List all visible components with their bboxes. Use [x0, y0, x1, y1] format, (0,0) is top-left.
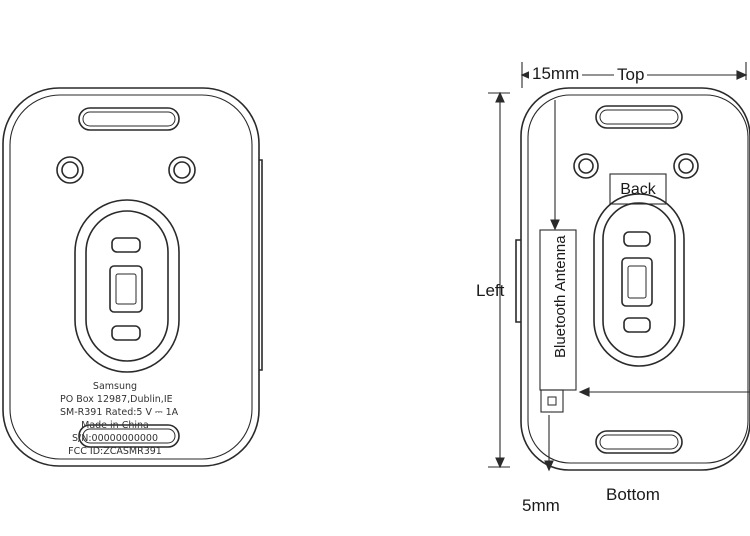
- left-device: [2, 87, 263, 467]
- dimension-bottom-label: 5mm: [522, 496, 560, 515]
- left-device-sensor-bottom-pad: [111, 325, 141, 341]
- back-pointer-arrow: [578, 387, 590, 397]
- right-device-top-slot: [595, 105, 683, 129]
- right-device-sensor-outer: [593, 193, 685, 367]
- right-device-top-slot-inner: [599, 109, 679, 125]
- left-dimension-arrow-bottom: [495, 457, 505, 469]
- top-dimension-arrow-right: [736, 70, 748, 80]
- left-device-right-pin: [168, 156, 196, 184]
- left-device-sensor-mid-pad: [109, 265, 143, 313]
- left-device-right-pin-inner: [173, 161, 191, 179]
- left-device-top-slot: [78, 107, 180, 131]
- left-device-left-pin-inner: [61, 161, 79, 179]
- right-device-bottom-slot-inner: [599, 434, 679, 450]
- left-device-inner-shell: [9, 94, 253, 460]
- right-device: [515, 87, 750, 471]
- left-device-bottom-slot-inner: [82, 428, 176, 444]
- side-top-label: Top: [614, 65, 648, 85]
- left-device-sensor-mid-pad-inner: [115, 273, 137, 305]
- left-dimension-arrow-top: [495, 91, 505, 103]
- bluetooth-antenna-label: Bluetooth Antenna: [552, 235, 569, 358]
- side-bottom-label: Bottom: [606, 485, 660, 504]
- right-device-side-button: [515, 239, 521, 323]
- label-brand: Samsung: [92, 381, 138, 392]
- bottom-margin-arrow: [544, 460, 554, 472]
- right-device-sensor-mid-pad-inner: [627, 265, 647, 299]
- left-device-outer-shell: [2, 87, 260, 467]
- antenna-marker-inner: [547, 396, 557, 406]
- dimension-lines: [488, 62, 750, 472]
- label-origin: Made in China: [81, 420, 149, 431]
- right-device-sensor-top-pad: [623, 231, 651, 247]
- side-left-label: Left: [476, 281, 505, 300]
- label-serial: S/N:00000000000: [71, 433, 159, 444]
- right-device-right-pin: [673, 153, 699, 179]
- label-address: PO Box 12987,Dublin,IE: [60, 394, 173, 405]
- right-device-left-pin-inner: [578, 158, 594, 174]
- right-device-sensor-mid-pad: [621, 257, 653, 307]
- left-device-bottom-slot: [78, 424, 180, 448]
- dimension-top-label: 15mm: [529, 64, 583, 84]
- right-device-outer-shell: [520, 87, 750, 471]
- right-device-right-pin-inner: [678, 158, 694, 174]
- left-device-sensor-top-pad: [111, 237, 141, 253]
- label-fcc-id: FCC ID:ZCASMR391: [68, 446, 162, 457]
- antenna-pointer-arrow: [550, 219, 560, 231]
- right-device-sensor-inner: [602, 202, 676, 358]
- back-label-frame: [609, 173, 667, 205]
- left-device-sensor-outer: [74, 199, 180, 373]
- left-device-top-slot-inner: [82, 111, 176, 127]
- right-device-sensor-bottom-pad: [623, 317, 651, 333]
- right-device-inner-shell: [527, 94, 749, 464]
- left-device-left-pin: [56, 156, 84, 184]
- left-device-side-button: [259, 159, 263, 371]
- side-back-label: Back: [620, 181, 656, 198]
- antenna-marker-square: [540, 389, 564, 413]
- label-model-rating: SM-R391 Rated:5 V ⎓ 1A: [60, 407, 179, 418]
- left-device-sensor-inner: [85, 210, 169, 362]
- right-device-left-pin: [573, 153, 599, 179]
- device-label-text: Samsung PO Box 12987,Dublin,IE SM-R391 R…: [60, 380, 179, 458]
- right-device-bottom-slot: [595, 430, 683, 454]
